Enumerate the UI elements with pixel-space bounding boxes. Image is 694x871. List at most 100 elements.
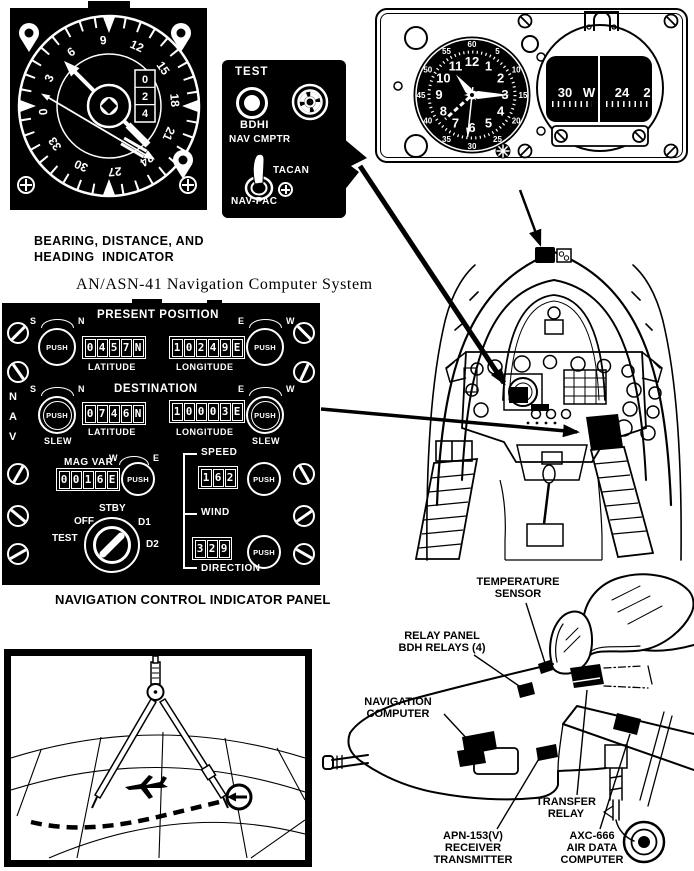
rotary-stby-label: STBY: [99, 503, 126, 514]
destination-latitude-knob[interactable]: PUSH: [38, 396, 76, 434]
magnetic-compass: 30 W 24 2: [517, 11, 679, 159]
bdhi-caption-line1: BEARING, DISTANCE, AND: [34, 234, 204, 248]
svg-text:W: W: [583, 85, 596, 100]
corner-screws: [17, 176, 197, 194]
svg-text:18: 18: [167, 93, 182, 108]
slew-label: SLEW: [44, 436, 72, 446]
svg-text:11: 11: [449, 58, 463, 73]
svg-text:10: 10: [512, 66, 521, 75]
mounting-lugs: [19, 23, 193, 179]
panel-screw: [7, 505, 29, 527]
svg-text:35: 35: [442, 135, 451, 144]
clock-ear: [404, 26, 428, 50]
apn-153-marker: [536, 744, 558, 761]
bow-gauge: [556, 248, 572, 263]
bdhi-top-tab: [88, 1, 130, 10]
dead-reckoning-figure: [11, 656, 305, 859]
bearing-needle-2: [41, 93, 155, 160]
drafting-divider: [91, 656, 229, 809]
svg-text:20: 20: [512, 117, 521, 126]
svg-text:24: 24: [615, 85, 630, 100]
bracket-stub: [183, 567, 197, 569]
svg-text:10: 10: [436, 71, 450, 86]
slew-label: SLEW: [252, 436, 280, 446]
clock-winding-knob[interactable]: [495, 143, 511, 159]
svg-text:30: 30: [72, 157, 90, 175]
clock: 60 5 10 15 20 25 30 35 40 45 50 55 12 1 …: [413, 36, 531, 154]
distance-counter: 0 2 4: [134, 69, 156, 123]
tacan-label: TACAN: [273, 165, 310, 176]
flight-path: [30, 798, 225, 830]
test-label: TEST: [235, 66, 269, 78]
svg-text:9: 9: [99, 33, 107, 48]
svg-text:6: 6: [468, 120, 475, 135]
svg-text:45: 45: [417, 91, 426, 100]
mode-rotary-switch[interactable]: [84, 517, 140, 573]
e-label: E: [238, 316, 245, 326]
svg-text:5: 5: [485, 116, 492, 131]
svg-text:12: 12: [465, 54, 479, 69]
mag-var-knob[interactable]: PUSH: [121, 462, 155, 496]
s-label: S: [30, 316, 37, 326]
axc-666-label: AXC-666 AIR DATA COMPUTER: [560, 830, 624, 866]
navigation-computer-label: NAVIGATION COMPUTER: [364, 696, 432, 720]
present-position-header: PRESENT POSITION: [97, 309, 220, 321]
latitude-label: LATITUDE: [88, 427, 136, 437]
ew-arc: [249, 319, 282, 328]
bdhi-test-button[interactable]: [236, 87, 268, 119]
longitude-label: LONGITUDE: [176, 427, 234, 437]
bracket-line: [183, 453, 185, 569]
sn-arc: [41, 387, 74, 396]
speed-label: SPEED: [201, 447, 238, 458]
w-label: W: [109, 453, 118, 463]
clock-ear: [521, 35, 539, 53]
tacan-toggle-switch[interactable]: [234, 150, 278, 202]
rotary-d2-label: D2: [146, 539, 159, 550]
destination-longitude-knob[interactable]: PUSH: [246, 396, 284, 434]
relay-panel-marker: [517, 682, 535, 698]
transfer-relay-label: TRANSFER RELAY: [536, 796, 596, 820]
nav-pac-label: NAV-PAC: [231, 196, 278, 207]
present-longitude-knob[interactable]: PUSH: [246, 328, 284, 366]
panel-screw: [7, 322, 29, 344]
nav-panel-caption: NAVIGATION CONTROL INDICATOR PANEL: [55, 592, 331, 607]
present-latitude-knob[interactable]: PUSH: [38, 328, 76, 366]
axc-666-marker: [613, 713, 641, 735]
speed-knob[interactable]: PUSH: [247, 462, 281, 496]
cockpit-illustration: [414, 247, 682, 561]
svg-text:40: 40: [423, 117, 432, 126]
mag-var-label: MAG VAR: [64, 457, 114, 468]
svg-text:5: 5: [495, 47, 500, 56]
panel-screw: [293, 505, 315, 527]
bracket-stub: [183, 513, 197, 515]
direction-knob[interactable]: PUSH: [247, 535, 281, 569]
aircraft-side-view: [322, 573, 694, 864]
e-label: E: [238, 384, 245, 394]
panel-inner-frame: [380, 13, 683, 158]
svg-text:2: 2: [497, 71, 504, 86]
rotary-d1-label: D1: [138, 517, 151, 528]
aircraft-silhouette: [125, 775, 168, 799]
svg-text:2: 2: [142, 91, 148, 103]
svg-text:30: 30: [468, 142, 477, 151]
segmented-knob[interactable]: [288, 80, 332, 124]
bdhi-panel: 0 3 6 9 12 15 18 21 24 27 30 33 0: [10, 8, 207, 210]
svg-text:15: 15: [153, 59, 172, 78]
svg-text:12: 12: [128, 37, 146, 55]
clock-location-marker: [535, 247, 555, 263]
lubber-mark-bottom: [103, 179, 115, 195]
apn-153-label: APN-153(V) RECEIVER TRANSMITTER: [433, 830, 513, 866]
svg-text:15: 15: [519, 91, 528, 100]
bdhi-location-marker: [509, 387, 528, 403]
clock-elapsed-hand: [444, 90, 477, 121]
s-label: S: [30, 384, 37, 394]
direction-label: DIRECTION: [201, 563, 261, 574]
svg-text:7: 7: [452, 116, 459, 131]
relay-panel-label: RELAY PANEL BDH RELAYS (4): [398, 630, 486, 654]
